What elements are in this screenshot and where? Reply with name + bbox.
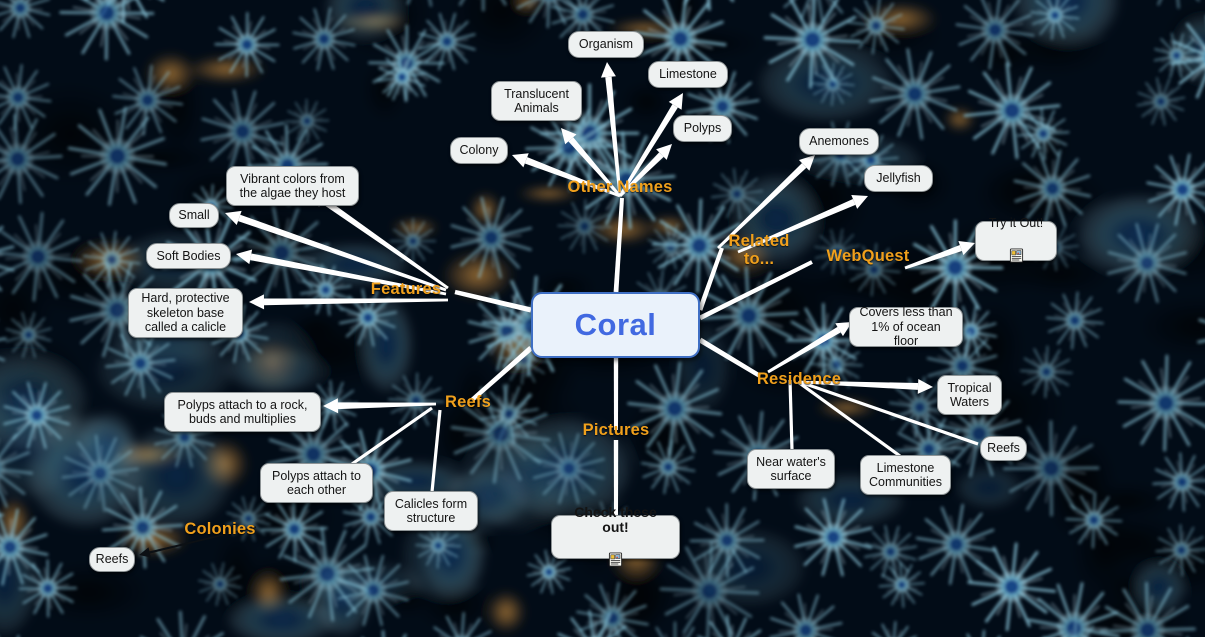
branch-label-features[interactable]: Features	[370, 280, 442, 298]
node-reefs-colonies[interactable]: Reefs	[89, 547, 135, 572]
node-limestone-communities[interactable]: Limestone Communities	[860, 455, 951, 495]
document-icon[interactable]	[608, 537, 623, 569]
branch-label-reefs[interactable]: Reefs	[445, 393, 491, 411]
node-polyps-attach-rock[interactable]: Polyps attach to a rock, buds and multip…	[164, 392, 321, 432]
branch-label-other-names[interactable]: Other Names	[567, 178, 673, 196]
center-node-coral[interactable]: Coral	[531, 292, 700, 358]
node-soft-bodies[interactable]: Soft Bodies	[146, 243, 231, 269]
node-organism[interactable]: Organism	[568, 31, 644, 58]
node-calicles-form-structure[interactable]: Calicles form structure	[384, 491, 478, 531]
node-polyps[interactable]: Polyps	[673, 115, 732, 142]
center-node-label: Coral	[574, 307, 657, 342]
node-anemones[interactable]: Anemones	[799, 128, 879, 155]
node-covers-less-than-1-percent[interactable]: Covers less than 1% of ocean floor	[849, 305, 963, 348]
branch-label-pictures[interactable]: Pictures	[582, 421, 650, 439]
node-check-these-out[interactable]: Check these out!	[551, 505, 680, 567]
branch-label-residence[interactable]: Residence	[756, 370, 842, 388]
branch-label-related-to[interactable]: Related to...	[728, 232, 790, 268]
node-check-these-out-label: Check these out!	[574, 504, 657, 535]
node-calicle[interactable]: Hard, protective skeleton base called a …	[128, 288, 243, 338]
document-icon[interactable]	[1009, 233, 1024, 266]
node-try-it-out[interactable]: Try it Out!	[975, 216, 1057, 263]
node-jellyfish[interactable]: Jellyfish	[864, 165, 933, 192]
branch-label-colonies[interactable]: Colonies	[184, 520, 256, 538]
node-limestone[interactable]: Limestone	[648, 61, 728, 88]
node-try-it-out-label: Try it Out!	[988, 215, 1044, 230]
node-vibrant-colors[interactable]: Vibrant colors from the algae they host	[226, 166, 359, 206]
node-small[interactable]: Small	[169, 203, 219, 228]
branch-label-webquest[interactable]: WebQuest	[826, 247, 910, 265]
node-reefs-residence[interactable]: Reefs	[980, 436, 1027, 461]
node-polyps-attach-each-other[interactable]: Polyps attach to each other	[260, 463, 373, 503]
node-tropical-waters[interactable]: Tropical Waters	[937, 375, 1002, 415]
node-near-waters-surface[interactable]: Near water's surface	[747, 449, 835, 489]
node-colony[interactable]: Colony	[450, 137, 508, 164]
node-translucent-animals[interactable]: Translucent Animals	[491, 81, 582, 121]
